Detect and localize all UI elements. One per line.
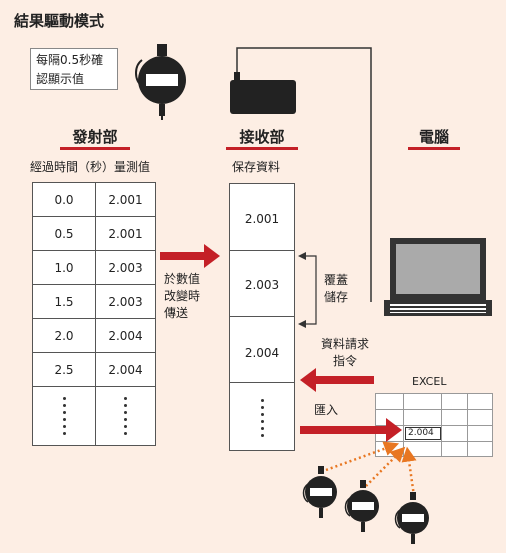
time-cell: 0.0 [32, 182, 96, 217]
value-cell: 2.004 [95, 318, 156, 353]
continuation-dots [95, 386, 156, 446]
request-label-line: 資料請求 [320, 337, 369, 351]
overwrite-label-line: 覆蓋 [324, 273, 349, 287]
overwrite-bracket [298, 252, 317, 328]
send-label-line: 改變時 [164, 289, 201, 303]
overwrite-label: 覆蓋 儲存 [324, 272, 348, 306]
send-label-line: 於數值 [164, 272, 201, 286]
import-label: 匯入 [314, 403, 339, 417]
bottom-gauges [302, 441, 429, 544]
computer-heading-underline [408, 147, 460, 150]
receiver-heading: 接收部 [239, 128, 285, 146]
excel-title: EXCEL [412, 375, 447, 388]
dial-gauge-icon [344, 480, 379, 532]
stored-value: 2.003 [244, 278, 280, 292]
stored-value: 2.001 [244, 212, 280, 226]
table-row: 0.5 2.001 [32, 216, 156, 251]
computer-heading: 電腦 [418, 128, 449, 146]
receiver-heading-underline [226, 147, 298, 150]
stored-value: 2.004 [244, 346, 280, 360]
note-line-2: 認顯示值 [36, 72, 85, 86]
send-arrow [160, 244, 220, 268]
table-row-continued [32, 386, 156, 446]
dial-gauge-icon [302, 466, 337, 518]
sender-table: 0.0 2.001 0.5 2.001 1.0 2.003 1.5 2.003 … [32, 182, 156, 446]
request-arrow [300, 368, 374, 392]
import-arrow [300, 418, 402, 442]
value-cell: 2.004 [95, 352, 156, 387]
divider [230, 250, 294, 251]
receiver-storage: 2.001 2.003 2.004 [229, 183, 295, 451]
time-cell: 0.5 [32, 216, 96, 251]
sender-heading: 發射部 [72, 128, 118, 146]
divider [230, 382, 294, 383]
dial-gauge-icon [394, 492, 429, 544]
value-cell: 2.003 [95, 250, 156, 285]
overwrite-label-line: 儲存 [324, 290, 349, 304]
table-row: 2.5 2.004 [32, 352, 156, 387]
continuation-dots [32, 386, 96, 446]
request-label: 資料請求 指令 [312, 336, 378, 370]
send-label: 於數值 改變時 傳送 [164, 271, 200, 322]
table-row: 2.0 2.004 [32, 318, 156, 353]
dial-gauge-icon [135, 44, 186, 120]
computer-icon [384, 238, 492, 316]
send-label-line: 傳送 [164, 306, 189, 320]
value-cell: 2.003 [95, 284, 156, 319]
receiver-subheading: 保存資料 [232, 160, 281, 174]
time-cell: 2.0 [32, 318, 96, 353]
time-cell: 2.5 [32, 352, 96, 387]
note-line-1: 每隔0.5秒確 [36, 53, 104, 67]
time-cell: 1.5 [32, 284, 96, 319]
value-cell: 2.001 [95, 216, 156, 251]
request-label-line: 指令 [332, 354, 357, 368]
sender-heading-underline [60, 147, 130, 150]
receiver-device-icon [230, 47, 372, 302]
interval-note: 每隔0.5秒確 認顯示值 [30, 48, 118, 90]
value-cell: 2.001 [95, 182, 156, 217]
excel-cell-selected: 2.004 [405, 427, 441, 440]
table-row: 1.5 2.003 [32, 284, 156, 319]
sender-subheading: 經過時間（秒）量測值 [30, 160, 151, 174]
divider [230, 316, 294, 317]
continuation-dots [230, 390, 294, 446]
time-cell: 1.0 [32, 250, 96, 285]
table-row: 1.0 2.003 [32, 250, 156, 285]
diagram-title: 結果驅動模式 [14, 12, 105, 30]
table-row: 0.0 2.001 [32, 182, 156, 217]
